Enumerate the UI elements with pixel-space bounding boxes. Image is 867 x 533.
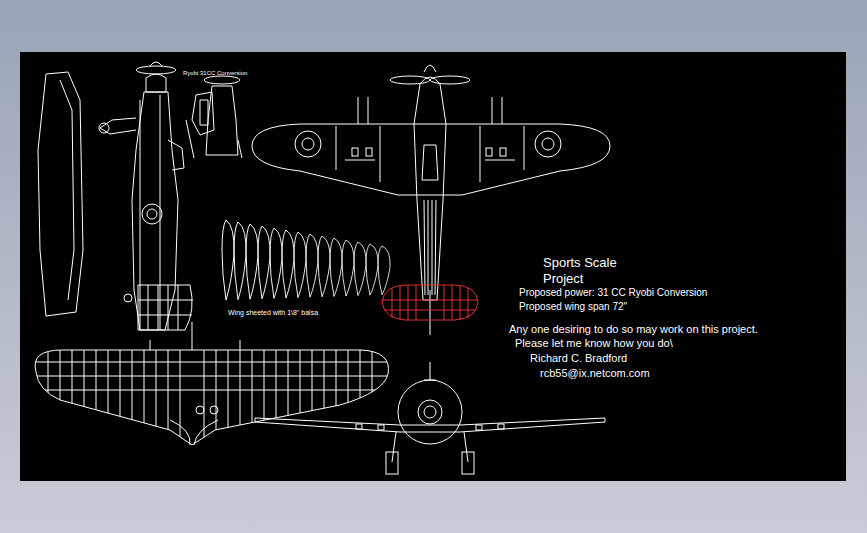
- part-note: Ryobi 31CC Conversion: [183, 70, 247, 77]
- side-view: [99, 62, 193, 330]
- spec-note: Proposed wing span 72": [519, 301, 627, 313]
- wing-ribs: [222, 220, 390, 300]
- author-name: Richard C. Bradford: [530, 352, 627, 365]
- horizontal-stab: [382, 285, 478, 320]
- invitation-note: Please let me know how you do\: [515, 337, 673, 350]
- invitation-note: Any one desiring to do so may work on th…: [509, 323, 758, 336]
- engine-view: [186, 76, 242, 158]
- author-email: rcb55@ix.netcom.com: [540, 367, 650, 380]
- spec-note: Proposed power: 31 CC Ryobi Conversion: [519, 287, 707, 299]
- construction-note: Wing sheeted with 1\8" balsa: [228, 309, 318, 317]
- project-title: Sports Scale Project: [543, 255, 631, 286]
- fuselage-profile: [38, 72, 83, 316]
- wing-plan: [30, 322, 395, 450]
